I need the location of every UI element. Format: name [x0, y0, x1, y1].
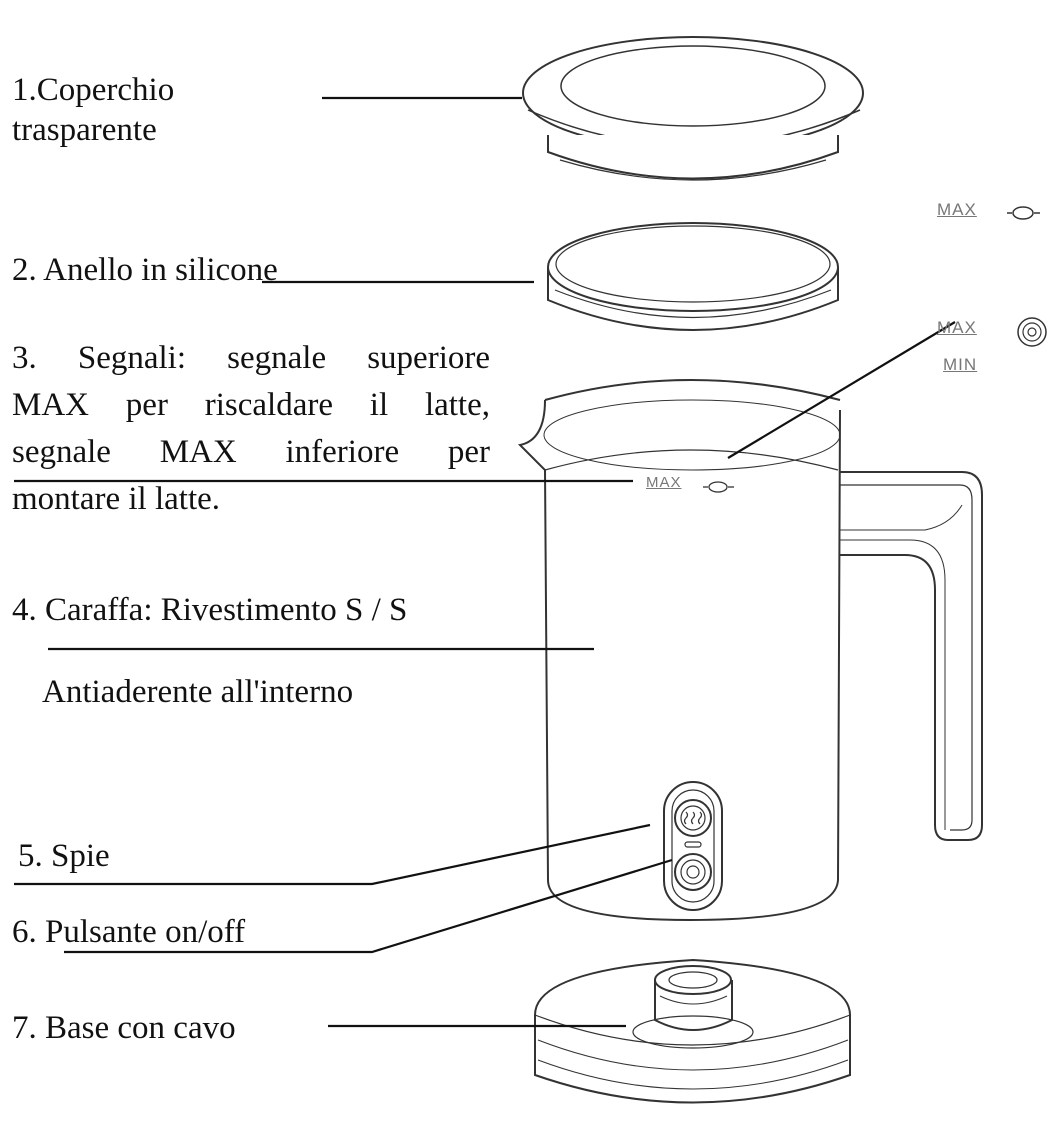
label-signals-line2: MAX per riscaldare il latte,	[12, 387, 490, 423]
leader-line-lights	[14, 823, 651, 886]
base-with-cord	[534, 958, 851, 1104]
leader-line-signals-upper	[727, 321, 956, 459]
whisk-icon	[1007, 206, 1040, 220]
label-signals-line4: montare il latte.	[12, 481, 221, 517]
leader-line-button	[64, 858, 673, 954]
inner-max-mark: MAX	[646, 474, 682, 491]
control-panel	[663, 781, 723, 911]
label-signals: 3. Segnali: segnale superiore MAX per ri…	[12, 335, 490, 523]
label-jug-line1: 4. Caraffa: Rivestimento S / S	[12, 592, 408, 628]
max-mark-lower: MAX	[937, 318, 977, 337]
label-lid: 1.Coperchio trasparente	[12, 70, 174, 150]
label-jug-line2: Antiaderente all'interno	[42, 674, 354, 710]
jug	[517, 379, 983, 922]
label-signals-line1: 3. Segnali: segnale superiore	[12, 340, 490, 376]
silicone-ring	[547, 222, 839, 331]
label-lights: 5. Spie	[18, 838, 110, 874]
max-mark-upper: MAX	[937, 200, 977, 219]
label-signals-line3: segnale MAX inferiore per	[12, 434, 490, 470]
label-ring: 2. Anello in silicone	[12, 252, 278, 288]
label-base: 7. Base con cavo	[12, 1010, 236, 1046]
label-lid-line1: 1.Coperchio	[12, 72, 175, 108]
inner-whisk-icon	[703, 481, 734, 493]
label-lid-line2: trasparente	[12, 112, 157, 148]
min-mark: MIN	[943, 355, 978, 374]
label-button: 6. Pulsante on/off	[12, 914, 246, 950]
heat-spiral-icon	[1017, 317, 1047, 347]
power-button-icon[interactable]	[674, 853, 712, 891]
transparent-lid	[522, 36, 864, 181]
